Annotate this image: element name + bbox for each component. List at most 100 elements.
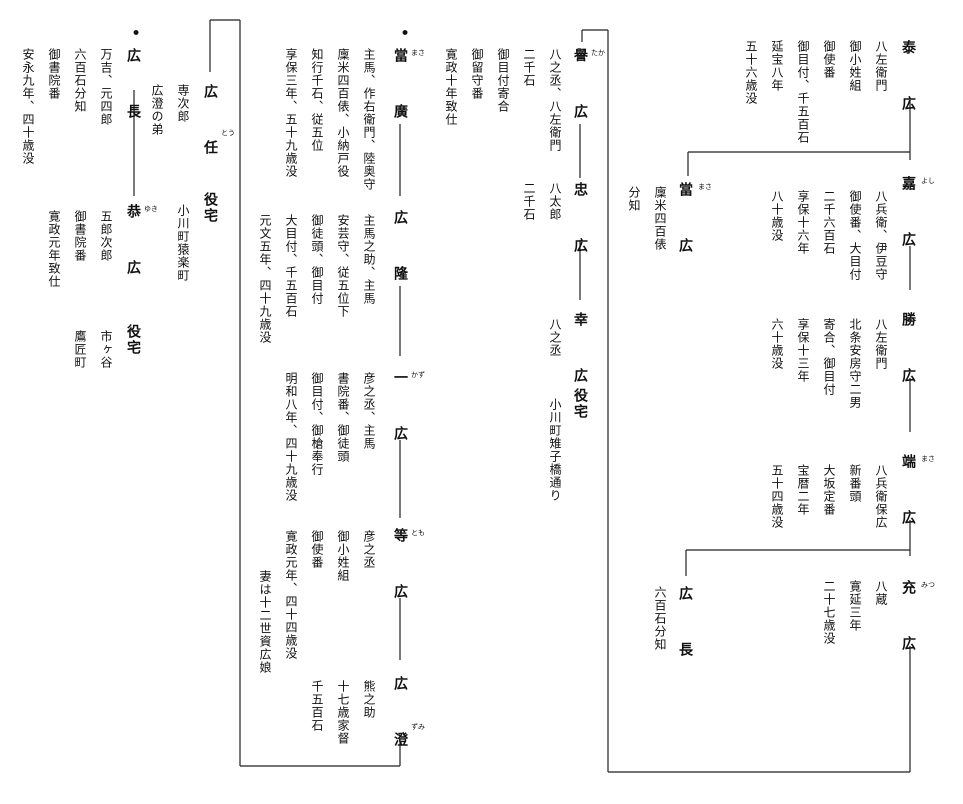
note-hironaga-left-1: 万吉、元四郎 [99, 48, 113, 126]
ruby-tomohiro: とも [411, 529, 425, 537]
name-hironaga-left: 広 長 [125, 48, 141, 132]
note-tomohiro-2: 御小姓組 [336, 530, 350, 582]
note-katsuhiro-3: 寄合、御目付 [822, 318, 836, 396]
note-takahiro-1: 八之丞、八左衛門 [548, 48, 562, 152]
note-masahiro2-1: 廩米四百俵 [653, 186, 667, 251]
ruby-masahiro3: まさ [411, 49, 425, 57]
note-hirotaka-1: 主馬之助、主馬 [362, 214, 376, 305]
note-hirotaka-4: 大目付、千五百石 [284, 214, 298, 318]
ruby-yoshihiro: よし [921, 177, 935, 185]
note-yoshihiro-4: 享保十六年 [796, 190, 810, 255]
name-yukihiro: 幸 広 [572, 312, 588, 396]
note-masahiro-3: 大坂定番 [822, 464, 836, 516]
note-yasuhiro-4: 御目付、千五百石 [796, 40, 810, 144]
address2-yukihiro2: 鷹匠町 [73, 330, 87, 369]
name-tomohiro: 等 広 [392, 528, 408, 612]
note-masahiro3-2: 廩米四百俵、小納戸役 [336, 48, 350, 178]
note-yasuhiro-2: 御小姓組 [848, 40, 862, 92]
note-hirozumi-2: 十七歳家督 [336, 680, 350, 745]
name-yasuhiro: 泰 広 [900, 40, 916, 124]
note-tomohiro-4: 寛政元年、四十四歳没 [284, 530, 298, 660]
note-katsuhiro-4: 享保十三年 [796, 318, 810, 383]
note-hirotaka-3: 御徒頭、御目付 [310, 214, 324, 305]
address-hirotou: 小川町猿楽町 [176, 204, 190, 282]
note-masahiro3-3: 知行千石、従五位 [310, 48, 324, 152]
name-yukihiro2: 恭 広 [125, 204, 141, 288]
name-masahiro: 端 広 [900, 454, 916, 538]
note-katsuhiro-2: 北条安房守二男 [848, 318, 862, 409]
note-tomohiro-5: 妻は十二世資広娘 [258, 570, 272, 674]
note-hirotaka-5: 元文五年、四十九歳没 [258, 214, 272, 344]
note-yasuhiro-5: 延宝八年 [770, 40, 784, 92]
name-tadahiro: 忠 広 [572, 182, 588, 266]
note-takahiro-4: 御留守番 [470, 48, 484, 100]
note-tadahiro-2: 二千石 [522, 182, 536, 221]
address-yukihiro: 小川町雉子橋通り [548, 398, 562, 502]
note-mitsuhiro-2: 寛延三年 [848, 580, 862, 632]
note-mitsuhiro-3: 二十七歳没 [822, 580, 836, 645]
note-yoshihiro-1: 八兵衛、伊豆守 [874, 190, 888, 281]
ruby-kazuhiro: かず [411, 371, 425, 379]
note-katsuhiro-1: 八左衛門 [874, 318, 888, 370]
note-hirozumi-1: 熊之助 [362, 680, 376, 719]
ruby-takahiro: たか [591, 49, 605, 57]
bullet-1: • [396, 28, 412, 37]
ruby-hirotou: とう [221, 129, 235, 137]
name-takahiro: 譽 広 [572, 48, 588, 132]
role-yukihiro2: 役宅 [125, 324, 141, 356]
note-yoshihiro-5: 八十歳没 [770, 190, 784, 242]
name-masahiro3: 當 廣 [392, 48, 408, 132]
note-kazuhiro-1: 彦之丞、主馬 [362, 372, 376, 450]
note-masahiro3-1: 主馬、作右衛門、陸奥守 [362, 48, 376, 191]
ruby-yukihiro2: ゆき [144, 205, 158, 213]
note-masahiro-1: 八兵衛保広 [874, 464, 888, 529]
note-kazuhiro-3: 御目付、御槍奉行 [310, 372, 324, 476]
name-yoshihiro: 嘉 広 [900, 176, 916, 260]
ruby-masahiro: まさ [921, 455, 935, 463]
note-yukihiro2-2: 御書院番 [73, 210, 87, 262]
name-hironaga-right: 広 長 [677, 586, 693, 670]
note-takahiro-3: 御目付寄合 [496, 48, 510, 113]
note-yukihiro-1: 八之丞 [548, 318, 562, 357]
note-takahiro-2: 二千石 [522, 48, 536, 87]
note-tomohiro-1: 彦之丞 [362, 530, 376, 569]
name-hirotou: 広 任 [202, 84, 218, 168]
ruby-mitsuhiro: みつ [921, 581, 935, 589]
note-yukihiro2-3: 寛政元年致仕 [47, 210, 61, 288]
address-yukihiro2: 市ヶ谷 [99, 330, 113, 369]
name-kazuhiro: 一 広 [392, 370, 408, 454]
note-hironaga-left-2: 六百石分知 [73, 48, 87, 113]
note-yasuhiro-1: 八左衛門 [874, 40, 888, 92]
name-hirozumi: 広 澄 [392, 676, 408, 760]
role-yukihiro: 役宅 [572, 388, 588, 420]
role-hirotou: 役宅 [202, 192, 218, 224]
note-hirotou-1: 専次郎 [176, 84, 190, 123]
note-yasuhiro-6: 五十六歳没 [744, 40, 758, 105]
ruby-masahiro2: まさ [698, 183, 712, 191]
note-yoshihiro-2: 御使番、大目付 [848, 190, 862, 281]
note-yukihiro2-1: 五郎次郎 [99, 210, 113, 262]
note-yasuhiro-3: 御使番 [822, 40, 836, 79]
note-hirotaka-2: 安芸守、従五位下 [336, 214, 350, 318]
note-hironaga-left-4: 安永九年、四十歳没 [21, 48, 35, 165]
note-masahiro2-2: 分知 [627, 186, 641, 212]
note-tomohiro-3: 御使番 [310, 530, 324, 569]
name-hirotaka: 広 隆 [392, 210, 408, 294]
note-masahiro3-4: 享保三年、五十九歳没 [284, 48, 298, 178]
note-hironaga-right-1: 六百石分知 [653, 586, 667, 651]
note-masahiro-4: 宝暦二年 [796, 464, 810, 516]
note-hirotou-2: 広澄の弟 [150, 84, 164, 136]
name-mitsuhiro: 充 広 [900, 580, 916, 664]
note-katsuhiro-5: 六十歳没 [770, 318, 784, 370]
note-mitsuhiro-1: 八蔵 [874, 580, 888, 606]
note-masahiro-5: 五十四歳没 [770, 464, 784, 529]
ruby-hirozumi: ずみ [411, 723, 425, 731]
note-hironaga-left-3: 御書院番 [47, 48, 61, 100]
note-yoshihiro-3: 二千六百石 [822, 190, 836, 255]
note-kazuhiro-4: 明和八年、四十九歳没 [284, 372, 298, 502]
note-tadahiro-1: 八太郎 [548, 182, 562, 221]
bullet-2: • [127, 28, 143, 37]
name-masahiro2: 當 広 [677, 182, 693, 266]
note-masahiro-2: 新番頭 [848, 464, 862, 503]
